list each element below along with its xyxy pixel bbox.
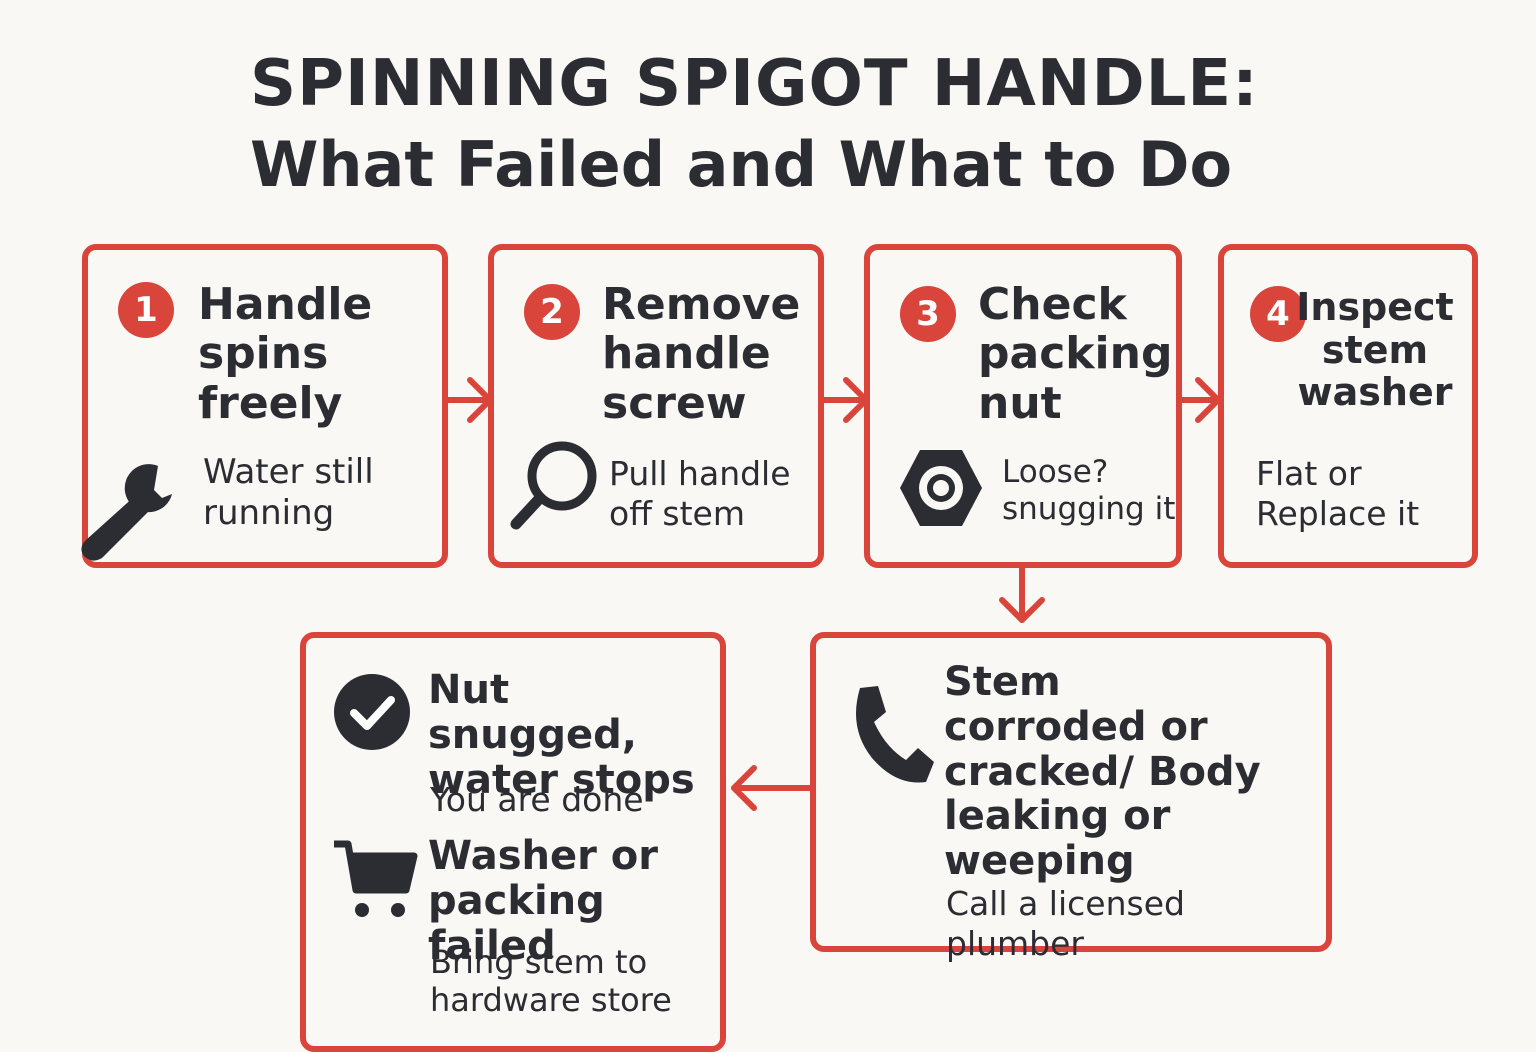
outcome-done-box: Nut snugged, water stops You are done Wa… [300, 632, 726, 1052]
shopping-cart-icon [334, 840, 418, 917]
step-2-box: 2 Remove handle screw Pull handle off st… [488, 244, 824, 568]
step-3-heading: Check packing nut [978, 279, 1173, 429]
outcome-plumber-box: Stem corroded or cracked/ Body leaking o… [810, 632, 1332, 963]
outcome-plumber-heading: Stem corroded or cracked/ Body leaking o… [944, 659, 1261, 885]
step-1-box: 1 Handle spins freely Water still runnin… [81, 244, 448, 568]
magnifier-icon [510, 441, 597, 530]
step-1-detail: Water still running [203, 452, 374, 533]
outcome-plumber-detail: Call a licensed plumber [946, 884, 1185, 963]
step-2-number: 2 [524, 284, 580, 340]
step-1-number: 1 [118, 282, 174, 338]
step-4-heading: Inspect stem washer [1296, 285, 1454, 415]
arrow-plumber-to-done [731, 765, 813, 811]
title-line-2: What Failed and What to Do [250, 128, 1233, 201]
arrow-step3-to-step4 [1179, 377, 1221, 423]
arrow-step3-to-plumber [999, 565, 1045, 623]
step-2-detail: Pull handle off stem [609, 454, 791, 533]
step-2-heading: Remove handle screw [602, 279, 801, 429]
step-3-detail: Loose? snugging it [1002, 454, 1176, 528]
step-3-box: 3 Check packing nut Loose? snugging it [864, 244, 1182, 568]
step-4-detail: Flat or Replace it [1256, 454, 1420, 533]
step-4-number: 4 [1250, 286, 1306, 342]
step-1-heading: Handle spins freely [198, 279, 373, 429]
arrow-step2-to-step3 [821, 377, 869, 423]
title-line-1: SPINNING SPIGOT HANDLE: [250, 47, 1259, 121]
outcome-done-heading: Nut snugged, water stops [428, 667, 695, 803]
check-circle-icon [334, 674, 410, 750]
outcome-done-detail: You are done [430, 780, 644, 819]
outcome-store-heading: Washer or packing failed [428, 833, 658, 969]
phone-icon [856, 686, 934, 783]
step-3-number: 3 [900, 286, 956, 342]
outcome-store-detail: Bring stem to hardware store [430, 943, 672, 1019]
connector-arrows [445, 377, 1221, 811]
arrow-step1-to-step2 [445, 377, 493, 423]
diagram-title: SPINNING SPIGOT HANDLE: What Failed and … [250, 52, 1259, 196]
hex-nut-icon [900, 450, 982, 526]
wrench-icon [81, 464, 172, 561]
step-4-box: 4 Inspect stem washer Flat or Replace it [1218, 244, 1478, 568]
